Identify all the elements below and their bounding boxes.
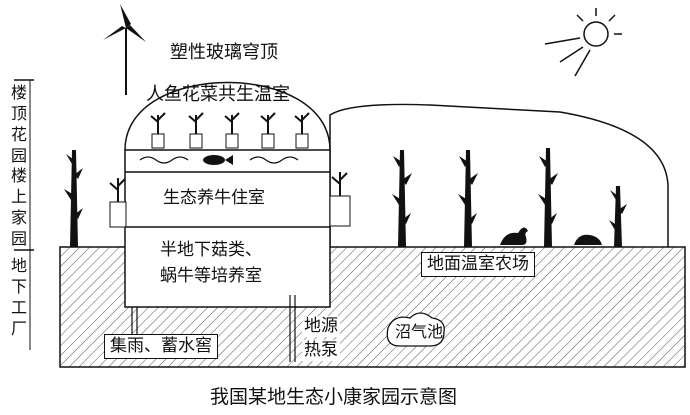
heat-pump-label-line2: 热泵 xyxy=(302,340,340,361)
rain-cellar-label: 集雨、蓄水窖 xyxy=(104,334,218,359)
dome-label: 塑性玻璃穹顶 xyxy=(170,42,278,63)
building xyxy=(124,149,331,308)
glass-dome xyxy=(124,81,331,151)
flower-pot-icon xyxy=(150,112,166,149)
sun-icon xyxy=(544,8,622,77)
flower-pot-icon xyxy=(260,112,276,149)
tree-icon xyxy=(64,150,83,247)
biogas-pit xyxy=(386,312,445,347)
tree-icon xyxy=(609,186,627,247)
tree-icon xyxy=(538,148,558,247)
side-label-upstairs: 楼上家园 xyxy=(10,166,27,248)
cattle-room-label: 生态养牛住室 xyxy=(163,188,265,208)
flower-pot-icon xyxy=(109,178,127,228)
side-label-underground: 地下工厂 xyxy=(10,256,27,338)
animal-icon xyxy=(500,227,528,245)
biogas-label: 沼气池 xyxy=(395,322,444,341)
basement-label-line1: 半地下菇类、 xyxy=(160,240,262,260)
side-label-rooftop: 楼顶花园 xyxy=(10,83,27,165)
flower-pot-icon xyxy=(329,172,351,227)
wind-turbine-icon xyxy=(103,4,146,95)
tree-icon xyxy=(392,150,412,247)
ground-greenhouse-label: 地面温室农场 xyxy=(421,252,535,277)
caption: 我国某地生态小康家园示意图 xyxy=(210,386,458,408)
greenhouse-label: 人鱼花菜共生温室 xyxy=(146,84,290,105)
flower-pot-icon xyxy=(224,112,240,149)
tree-icon xyxy=(458,150,478,247)
heat-pump-label-line1: 地源 xyxy=(302,316,340,337)
basement-label-line2: 蜗牛等培养室 xyxy=(160,266,262,286)
fish-icon xyxy=(203,155,233,165)
animal-icon xyxy=(574,234,602,245)
flower-pot-icon xyxy=(294,112,310,149)
flower-pot-icon xyxy=(188,112,204,149)
ground-greenhouse-outline xyxy=(329,103,669,247)
